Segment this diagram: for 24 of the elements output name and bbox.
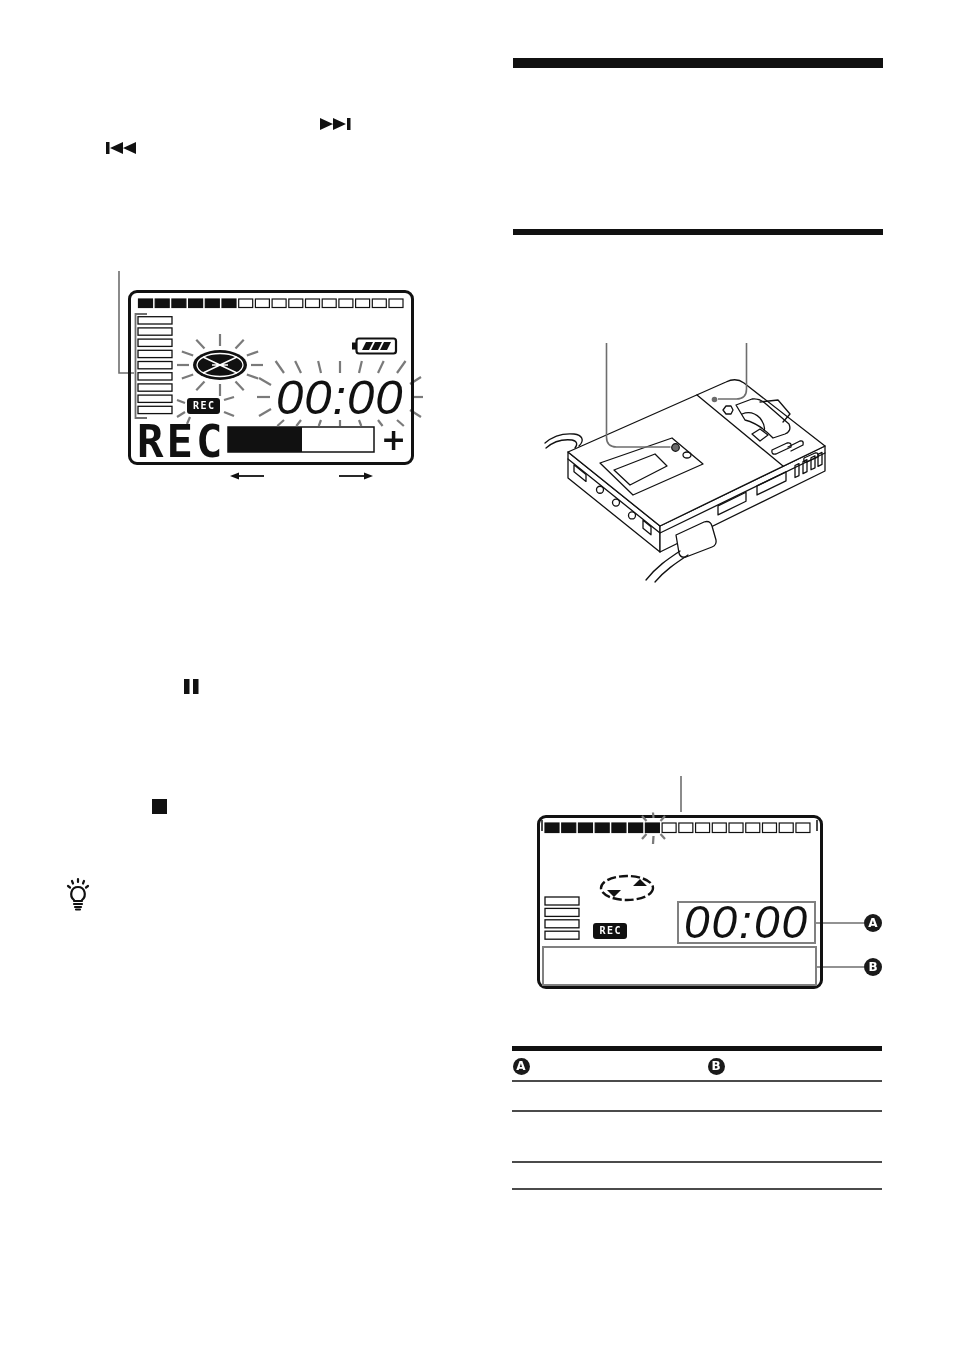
rec-label: REC bbox=[137, 424, 226, 460]
device-dot bbox=[711, 395, 718, 403]
leader-line bbox=[680, 775, 682, 813]
device-button bbox=[670, 442, 680, 452]
callout-letter: B bbox=[707, 1057, 725, 1075]
time-display-frame bbox=[677, 901, 816, 944]
segment-stack-drawing bbox=[134, 313, 174, 419]
text-display-area bbox=[542, 946, 817, 986]
plus-sign: + bbox=[381, 428, 407, 452]
lcd-screen bbox=[537, 815, 823, 989]
callout-letter: A bbox=[864, 914, 882, 932]
leader-line bbox=[118, 270, 135, 374]
leader-line bbox=[605, 342, 672, 448]
rec-indicator: REC bbox=[187, 398, 220, 414]
leader-line bbox=[815, 922, 865, 924]
lcd-screen bbox=[128, 290, 414, 465]
time-readout: 00:00 bbox=[683, 904, 810, 941]
rec-indicator: REC bbox=[593, 923, 627, 939]
leader-line bbox=[717, 342, 748, 400]
time-readout: 00:00 bbox=[276, 378, 404, 418]
callout-letter: A bbox=[512, 1057, 530, 1075]
leader-line bbox=[816, 966, 865, 968]
level-meter-drawing bbox=[541, 812, 818, 845]
callout-letter: B bbox=[864, 958, 882, 976]
